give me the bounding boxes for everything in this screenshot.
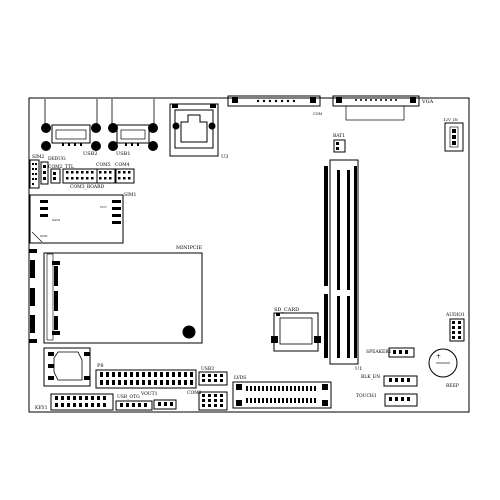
- sim2-label: SIM2: [32, 154, 44, 160]
- sim1-label: SIM1: [124, 192, 136, 198]
- lvds-connector: [232, 381, 332, 409]
- memory-slot-u1: [324, 159, 359, 365]
- usb3-label: USB3: [201, 366, 214, 372]
- u1-label: U1: [355, 366, 362, 372]
- com5-header: [96, 168, 116, 184]
- usb2-label: USB2: [83, 151, 98, 157]
- beep-buzzer: +: [428, 348, 458, 378]
- com2-ttl-header: [50, 168, 61, 184]
- u3-connector: [169, 103, 219, 157]
- com-top-connector: [227, 95, 321, 107]
- com1-header: [198, 391, 228, 411]
- vout1-label: VOUT1: [140, 391, 158, 397]
- p8-header: [95, 369, 197, 389]
- left-edge-connectors: [29, 249, 60, 343]
- minipcie-slot: [43, 252, 203, 344]
- touch1-label: TOUCH1: [356, 393, 377, 399]
- touch1-header: [384, 393, 418, 407]
- com-pins-header-a: [62, 168, 98, 184]
- bat1-header: [333, 139, 346, 153]
- dc-in-label: 12V_IN: [443, 117, 459, 122]
- sd-card-slot: [271, 312, 321, 352]
- usb1-connector: [108, 99, 158, 151]
- gnd-label: GND: [40, 234, 48, 238]
- usb-otg-header: [115, 400, 153, 411]
- svg-text:+: +: [436, 353, 441, 360]
- audio1-label: AUDIO1: [445, 312, 465, 318]
- lvds-label: LVDS: [234, 375, 246, 381]
- usb2-connector: [41, 99, 101, 151]
- dc-in-connector: [444, 122, 464, 152]
- usb3-header: [198, 371, 228, 386]
- vout1-header: [153, 399, 177, 410]
- sata-label: SATA: [52, 218, 61, 222]
- power-module: [43, 347, 91, 387]
- blk-en-header: [383, 375, 418, 387]
- com4-header: [115, 168, 135, 184]
- u3-label: U3: [221, 154, 228, 160]
- debug-header: [40, 161, 49, 185]
- com5-label: COM5: [96, 162, 111, 168]
- p8-label: P8: [97, 363, 104, 369]
- minipcie-label: MINIPCIE: [176, 245, 203, 251]
- sim1-slot: [29, 194, 124, 244]
- bat1-label: BAT1: [333, 133, 345, 139]
- speaker1-header: [388, 347, 415, 358]
- key1-label: KEY1: [35, 405, 48, 411]
- com3-board-label: COM3_BOARD: [70, 184, 105, 190]
- com4-label: COM4: [115, 162, 130, 168]
- usb1-label: USB1: [116, 151, 131, 157]
- vcc-label: VCC: [99, 205, 107, 209]
- vga-label: VGA: [421, 99, 434, 105]
- blk-en-label: BLK_EN: [361, 374, 380, 380]
- board-outline: [28, 97, 470, 413]
- sd-card-label: SD_CARD: [274, 307, 299, 313]
- beep-label: BEEP: [446, 383, 459, 389]
- speaker1-label: SPEAKER1: [366, 349, 392, 355]
- com-top-label: COM: [313, 112, 323, 116]
- sim2-header: [29, 159, 40, 189]
- com1-label: COM1: [187, 390, 202, 396]
- com2-ttl-label: COM2_TTL: [48, 164, 74, 170]
- audio1-header: [449, 318, 465, 342]
- key1-header: [50, 393, 114, 411]
- vga-connector: [332, 95, 420, 121]
- debug-label: DEBUG: [48, 156, 66, 162]
- usb-otg-label: USB_OTG: [117, 394, 140, 400]
